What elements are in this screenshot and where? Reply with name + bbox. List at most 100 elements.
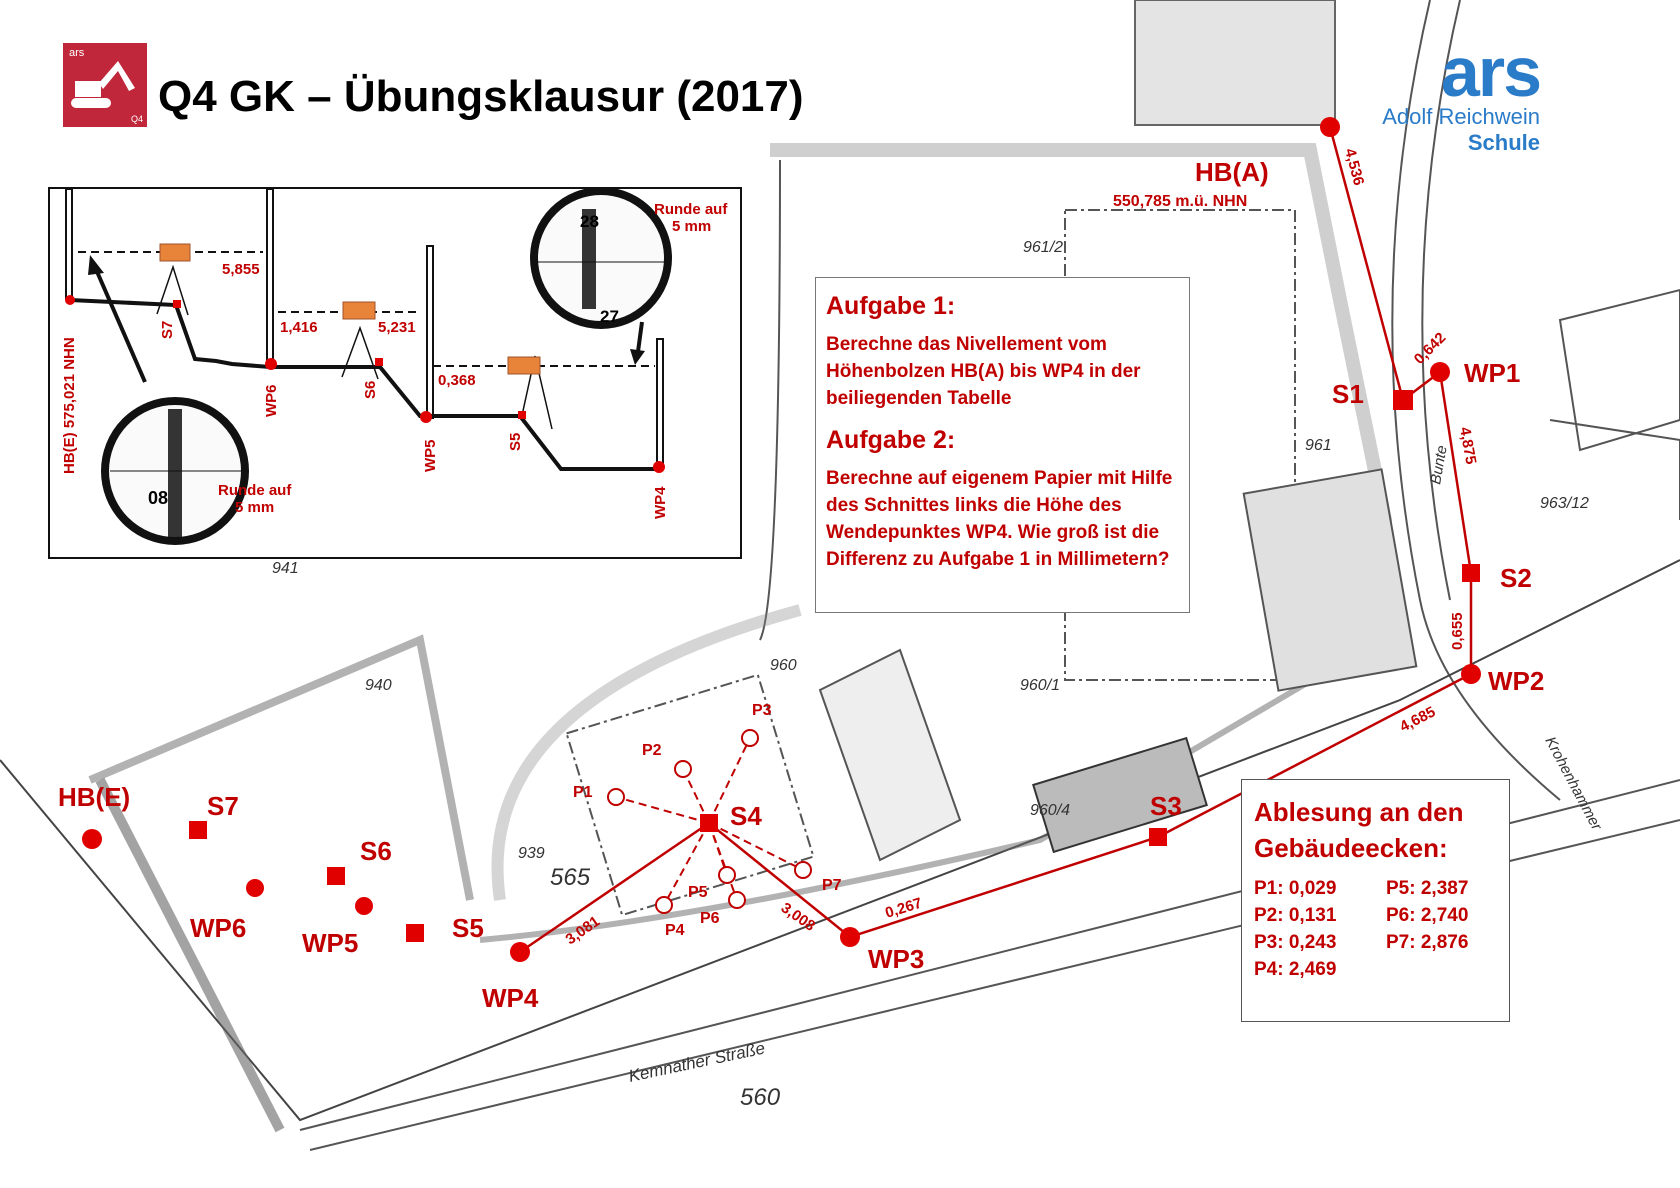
measurement-label: 0,267 — [883, 895, 924, 922]
street-label: Bunte — [1427, 444, 1451, 486]
reading-label: 1,416 — [280, 319, 318, 336]
s6-square — [327, 867, 345, 885]
round-note: Runde auf — [218, 482, 292, 499]
s7-label: S7 — [207, 791, 239, 821]
corner-label-p1: P1 — [573, 784, 593, 801]
point-label: WP5 — [422, 439, 439, 472]
school-name-line1: Adolf Reichwein — [1382, 104, 1540, 129]
contour-label: 560 — [740, 1084, 781, 1111]
wp6-point — [246, 879, 264, 897]
wp3-point — [840, 927, 860, 947]
map-background — [0, 0, 1680, 1151]
readings-title: Ablesung an den Gebäudeecken: — [1254, 797, 1464, 863]
reading-item: P5: 2,387 — [1386, 878, 1469, 899]
building-corners — [607, 729, 812, 914]
measurement-label: 0,642 — [1411, 329, 1450, 368]
parcel-label: 960/1 — [1020, 677, 1060, 694]
corner-label-p6: P6 — [700, 910, 720, 927]
cross-section-drawing: 08 28 27 5,855 1,416 5,231 0,368 HB(E) 5… — [61, 189, 728, 545]
logo-corner: Q4 — [130, 114, 143, 124]
scale-mark: 27 — [600, 307, 619, 326]
reading-label: 5,231 — [378, 319, 416, 336]
hbe-label: HB(E) — [58, 782, 130, 812]
reading-item: P1: 0,029 — [1254, 878, 1337, 899]
wp4-point — [510, 942, 530, 962]
parcel-label: 939 — [518, 845, 545, 862]
point-label: WP6 — [263, 384, 280, 417]
building-sightlines — [615, 737, 804, 906]
scale-mark: 28 — [580, 212, 599, 231]
s4-label: S4 — [730, 801, 762, 831]
s2-square — [1462, 564, 1480, 582]
s5-label: S5 — [452, 913, 484, 943]
point-label: WP4 — [652, 486, 669, 519]
wp5-point — [355, 897, 373, 915]
wp1-label: WP1 — [1464, 358, 1520, 388]
s3-label: S3 — [1150, 791, 1182, 821]
corner-label-p5: P5 — [688, 884, 708, 901]
magnifier-top: 28 27 — [530, 189, 672, 329]
reading-item: P7: 2,876 — [1386, 932, 1469, 953]
parcel-label: 940 — [365, 677, 392, 694]
parcel-label: 960/4 — [1030, 802, 1070, 819]
s2-label: S2 — [1500, 563, 1532, 593]
corner-label-p7: P7 — [822, 877, 842, 894]
s1-square — [1393, 390, 1413, 410]
parcel-label: 963/12 — [1540, 495, 1589, 512]
cross-section-inset: 08 28 27 5,855 1,416 5,231 0,368 HB(E) 5… — [48, 187, 742, 559]
station-label: S6 — [362, 381, 379, 399]
school-logo-mark: ars — [1440, 33, 1542, 111]
hba-height-label: 550,785 m.ü. NHN — [1113, 193, 1247, 210]
contour-label: 565 — [550, 864, 591, 891]
survey-points — [82, 117, 1481, 962]
round-note: 5 mm — [235, 499, 274, 516]
scale-mark: 08 — [148, 488, 168, 508]
station-label: S7 — [159, 321, 176, 339]
s7-square — [189, 821, 207, 839]
street-label: Kemnather Straße — [627, 1038, 767, 1085]
wp2-point — [1461, 664, 1481, 684]
measurement-label: 4,875 — [1456, 426, 1479, 466]
station-label: S5 — [507, 433, 524, 451]
reading-item: P6: 2,740 — [1386, 905, 1469, 926]
corner-label-p2: P2 — [642, 742, 662, 759]
readings-box: Ablesung an den Gebäudeecken: P1: 0,029 … — [1241, 779, 1510, 1022]
parcel-label: 961/2 — [1023, 239, 1063, 256]
reading-item: P3: 0,243 — [1254, 932, 1337, 953]
measurement-label: 0,655 — [1449, 612, 1466, 650]
page-title: Q4 GK – Übungsklausur (2017) — [158, 72, 804, 121]
s4-square — [700, 814, 718, 832]
task1-title: Aufgabe 1: — [826, 292, 956, 320]
hbe-height-label: HB(E) 575,021 NHN — [61, 337, 78, 474]
corner-label-p4: P4 — [665, 922, 685, 939]
s5-square — [406, 924, 424, 942]
task-box: Aufgabe 1: Berechne das Nivellement vom … — [815, 277, 1190, 613]
task2-text: Berechne auf eigenem Papier mit Hilfe de… — [826, 468, 1173, 570]
round-note: Runde auf — [654, 201, 728, 218]
task2-title: Aufgabe 2: — [826, 426, 956, 454]
parcel-label: 960 — [770, 657, 797, 674]
parcel-label: 961 — [1305, 437, 1332, 454]
s6-label: S6 — [360, 836, 392, 866]
reading-item: P4: 2,469 — [1254, 959, 1337, 980]
wp3-label: WP3 — [868, 944, 924, 974]
wp5-label: WP5 — [302, 928, 358, 958]
wp4-label: WP4 — [482, 983, 539, 1013]
s3-square — [1149, 828, 1167, 846]
hbe-point — [82, 829, 102, 849]
hba-point — [1320, 117, 1340, 137]
s1-label: S1 — [1332, 379, 1364, 409]
reading-label: 5,855 — [222, 261, 260, 278]
round-note: 5 mm — [672, 218, 711, 235]
parcel-label: 941 — [272, 560, 299, 577]
street-label: Krohenhammer — [1541, 734, 1605, 834]
magnifier-bottom: 08 — [101, 397, 249, 545]
wp6-label: WP6 — [190, 913, 246, 943]
excavator-icon — [71, 61, 135, 108]
corner-label-p3: P3 — [752, 702, 772, 719]
reading-label: 0,368 — [438, 372, 476, 389]
school-logo: ars Adolf Reichwein Schule — [1355, 33, 1542, 156]
course-logo: ars Q4 — [63, 43, 147, 127]
wp1-point — [1430, 362, 1450, 382]
